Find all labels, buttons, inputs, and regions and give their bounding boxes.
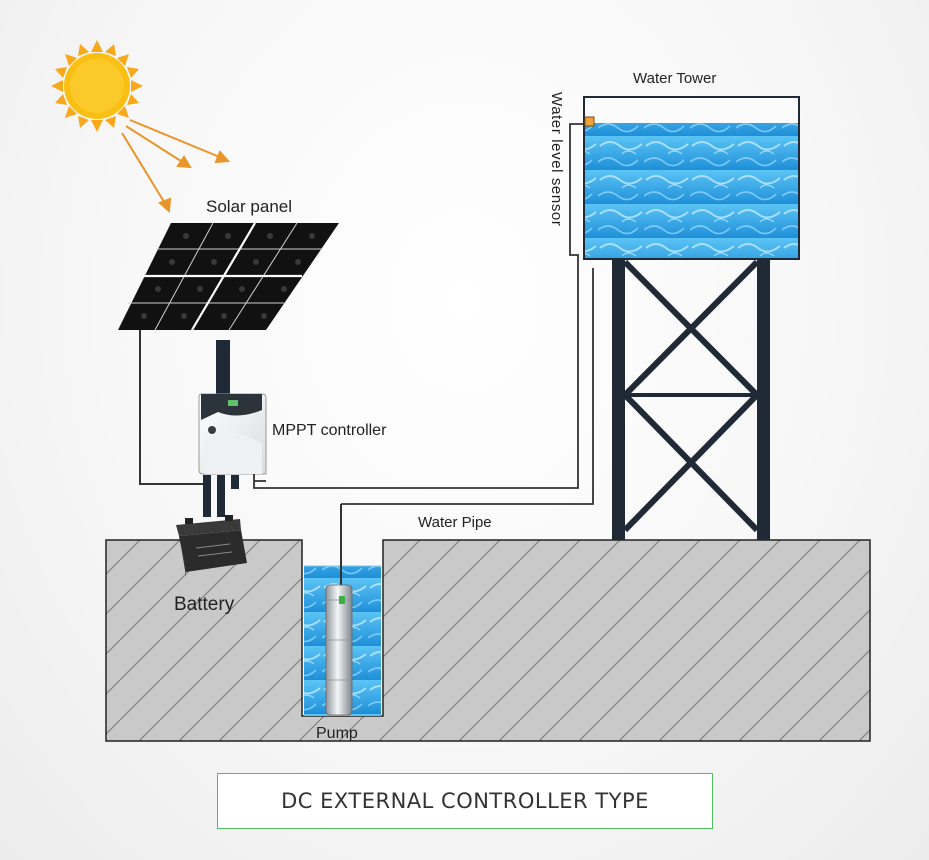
ground (105, 539, 871, 742)
mppt-controller-label: MPPT controller (272, 422, 387, 439)
panel-mast (216, 340, 230, 400)
controller-icon (198, 393, 267, 517)
pump-icon (325, 504, 353, 716)
water-level-sensor-label: Water level sensor (548, 92, 565, 226)
water-tower-icon (583, 96, 800, 540)
water-tower-label: Water Tower (633, 70, 716, 87)
battery-icon (176, 515, 247, 576)
battery-label: Battery (174, 594, 235, 615)
solar-panel-icon (118, 222, 339, 331)
pump-label: Pump (316, 725, 358, 742)
wiring (253, 123, 594, 505)
panel-wire (139, 330, 206, 485)
diagram-caption: DC EXTERNAL CONTROLLER TYPE (217, 773, 713, 829)
water-pipe-label: Water Pipe (418, 514, 492, 531)
sun-icon (51, 40, 231, 214)
solar-panel-label: Solar panel (206, 197, 292, 216)
